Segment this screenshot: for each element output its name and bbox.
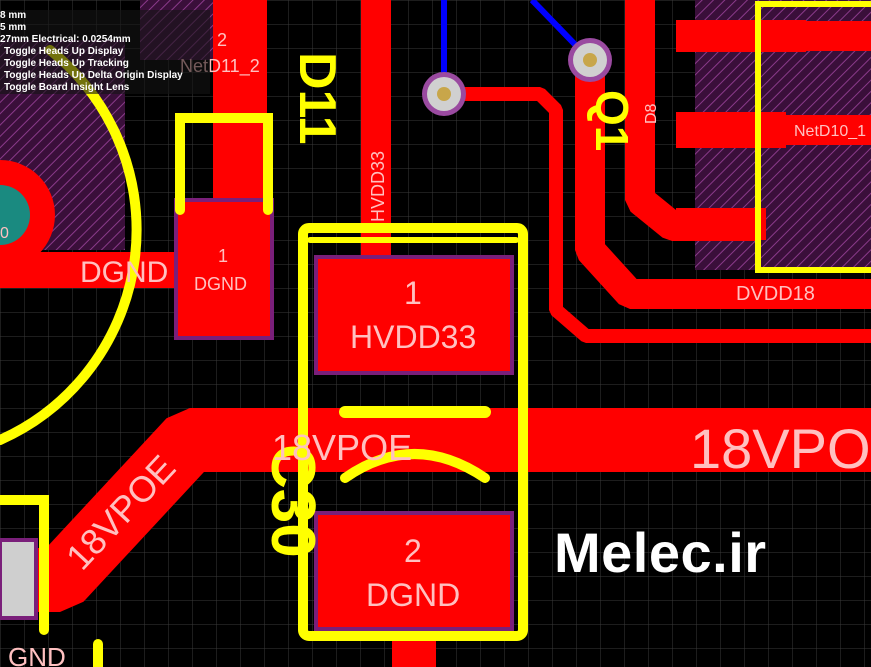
silk-q1-outline [755, 1, 871, 273]
heads-up-display: 8 mm 5 mm 27mm Electrical: 0.0254mm Togg… [0, 10, 210, 94]
hud-toggle-insight-lens[interactable]: Toggle Board Insight Lens [4, 82, 130, 93]
silk-left-component [0, 495, 49, 635]
label-gnd-partial: GND [8, 642, 66, 667]
hud-toggle-display[interactable]: Toggle Heads Up Display [4, 46, 124, 57]
label-18vpoe-large: 18VPOE [690, 417, 871, 480]
pad-number-c30-1: 1 [404, 275, 422, 311]
hud-grid-readout: 27mm Electrical: 0.0254mm [0, 34, 131, 45]
trace-q1-thin [444, 87, 871, 343]
q1-pad-bottom-right[interactable] [676, 208, 766, 240]
d11-pad-1[interactable] [174, 198, 274, 340]
pad-number-d11-1: 1 [218, 246, 228, 266]
c30-pad-1[interactable] [314, 255, 514, 375]
label-dvdd18: DVDD18 [736, 283, 815, 305]
label-hvdd33-vertical: HVDD33 [368, 151, 388, 222]
label-dgnd-trace: DGND [80, 256, 168, 289]
via-2-hole [583, 53, 597, 67]
designator-q1: Q1 [586, 90, 638, 151]
pad-number-c30-2: 2 [404, 533, 422, 569]
hud-dx-readout: 8 mm [0, 10, 27, 21]
hud-toggle-tracking[interactable]: Toggle Heads Up Tracking [4, 58, 129, 69]
label-d8: D8 [643, 103, 660, 124]
c30-pad-2[interactable] [314, 511, 514, 631]
trace-dvdd18 [575, 70, 871, 309]
silk-d11-outline [175, 113, 273, 215]
label-dgnd-pad: DGND [194, 274, 247, 294]
hud-dy-readout: 5 mm [0, 22, 27, 33]
designator-c30: C30 [258, 444, 327, 558]
q1-pad-mid-right[interactable] [676, 112, 786, 148]
designators: D11 Q1 C30 [258, 52, 638, 558]
pad-number-d11-2: 2 [217, 30, 227, 50]
hud-toggle-delta-origin[interactable]: Toggle Heads Up Delta Origin Display [4, 70, 183, 81]
label-dgnd-c30: DGND [366, 577, 460, 613]
q1-pad-top-right[interactable] [676, 20, 806, 52]
silk-c30-outline [298, 223, 528, 641]
vias [422, 38, 612, 116]
pad-number-0: 0 [0, 225, 9, 242]
designator-d11: D11 [288, 52, 346, 145]
silk-big-arc-left [0, 45, 142, 445]
label-hvdd33-pad: HVDD33 [350, 319, 476, 355]
label-18vpoe-mid: 18VPOE [272, 427, 412, 468]
pads [0, 20, 806, 631]
left-pad-gray[interactable] [0, 538, 38, 620]
watermark: Melec.ir [554, 521, 767, 584]
label-netd10-1: NetD10_1 [794, 123, 866, 140]
via-1-hole [437, 87, 451, 101]
teal-pad-hole [0, 185, 30, 245]
silk-c30-curve [340, 449, 490, 483]
